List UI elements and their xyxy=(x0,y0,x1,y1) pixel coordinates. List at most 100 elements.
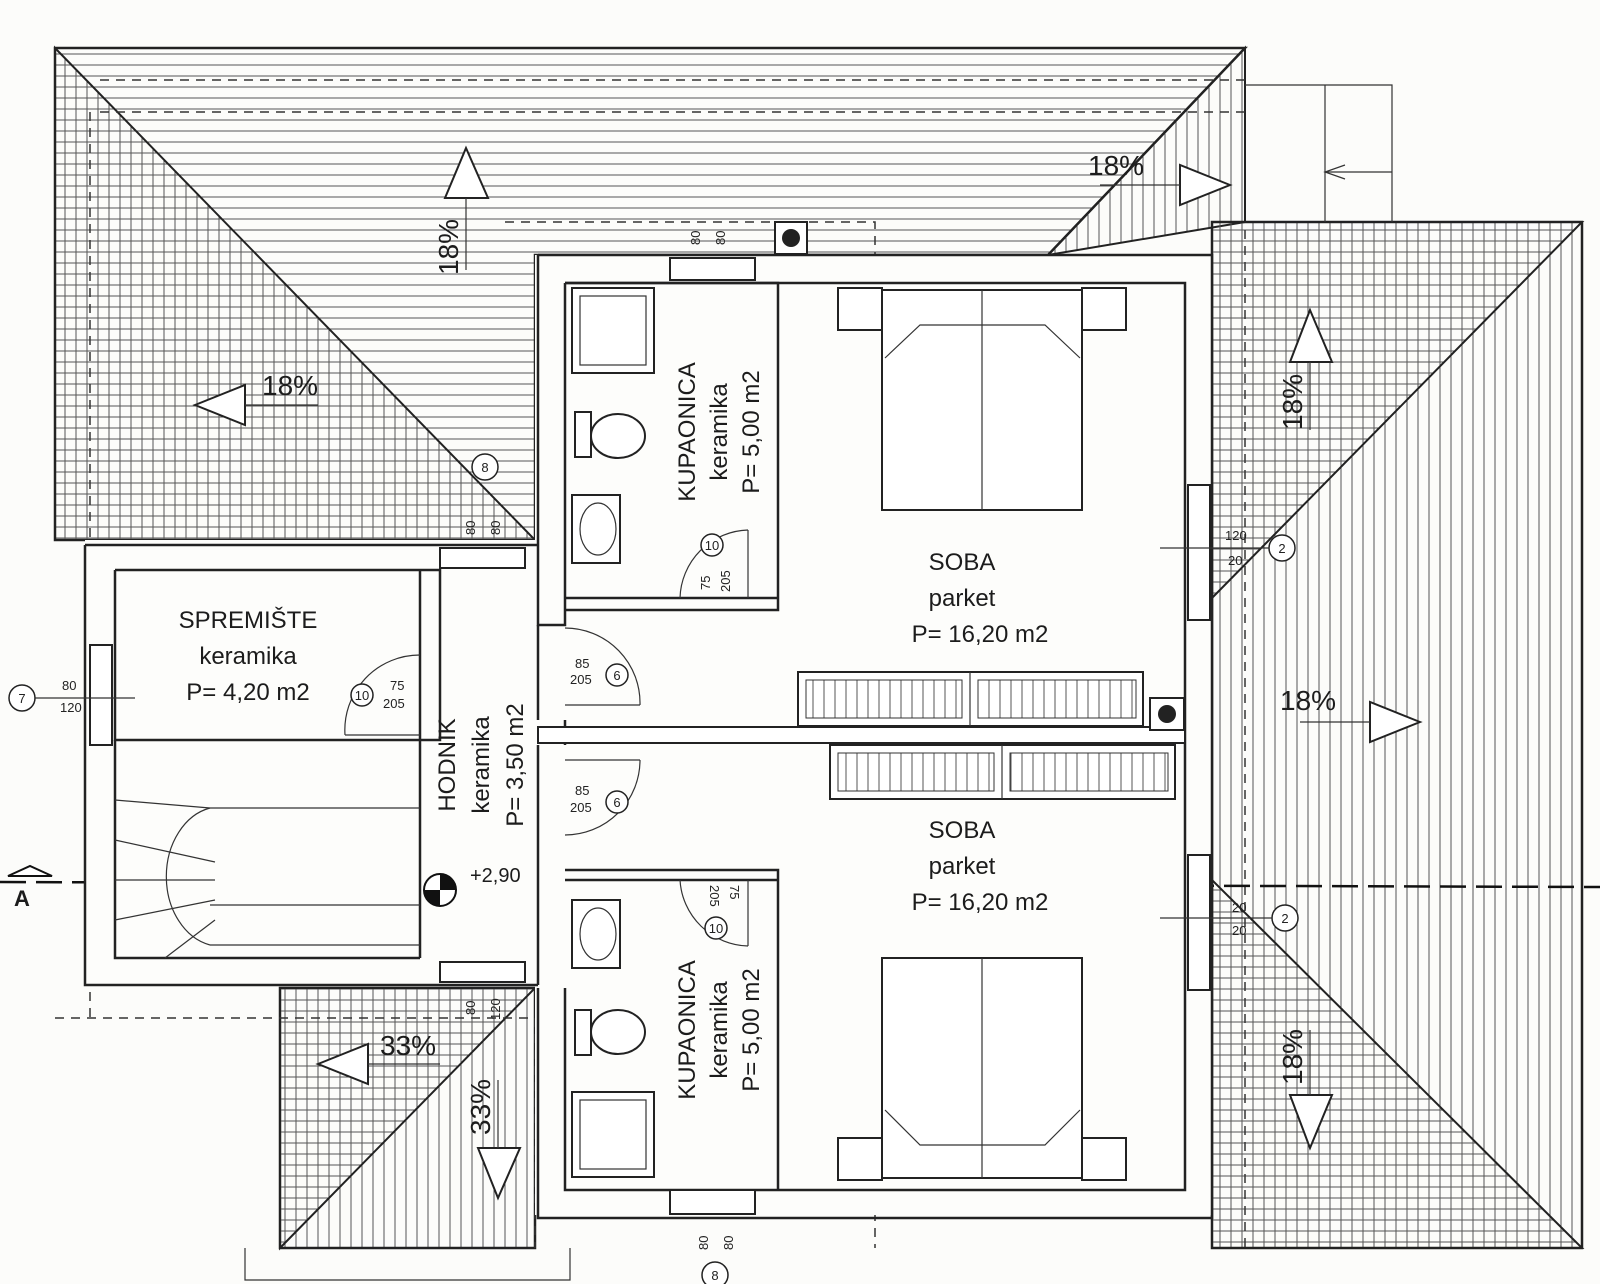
marker-2-bottom: 2 xyxy=(1160,904,1299,932)
svg-text:2: 2 xyxy=(1278,541,1285,556)
room-storage: SPREMIŠTE keramika P= 4,20 m2 xyxy=(179,606,318,706)
room-bedroom-bottom: SOBA parket P= 16,20 m2 xyxy=(912,817,1049,916)
svg-text:80: 80 xyxy=(713,231,728,245)
hallway-area: P= 3,50 m2 xyxy=(502,703,529,826)
bath-bottom-floor: keramika xyxy=(706,981,733,1079)
svg-text:205: 205 xyxy=(570,672,592,687)
marker-8-top: 8 xyxy=(471,453,499,481)
wardrobe-bottom xyxy=(829,744,1176,800)
svg-text:120: 120 xyxy=(60,700,82,715)
roof-planes xyxy=(53,45,1585,1251)
level-marker: +2,90 xyxy=(423,865,521,907)
marker-10-storage: 10 xyxy=(350,683,374,707)
svg-text:10: 10 xyxy=(709,921,723,936)
svg-text:6: 6 xyxy=(613,668,620,683)
svg-text:80: 80 xyxy=(62,678,76,693)
door-swings xyxy=(344,529,749,947)
room-bedroom-top: SOBA parket P= 16,20 m2 xyxy=(912,549,1049,648)
bath-bottom-name: KUPAONICA xyxy=(674,960,701,1100)
sink-top xyxy=(571,494,621,564)
svg-text:8: 8 xyxy=(481,460,488,475)
dimension-labels: 80 120 75 205 85 205 85 205 120 20 20 20… xyxy=(60,231,1247,1250)
slope-label-left: 18% xyxy=(262,370,318,401)
svg-text:75: 75 xyxy=(390,678,404,693)
bedroom-top-floor: parket xyxy=(929,585,996,612)
staircase xyxy=(114,799,420,959)
marker-10-top: 10 xyxy=(700,533,724,557)
room-hallway: HODNIK keramika P= 3,50 m2 xyxy=(434,703,529,826)
toilet-bottom xyxy=(574,1009,646,1056)
section-label: A xyxy=(14,886,30,911)
shower-bottom xyxy=(571,1091,655,1178)
bed-bottom xyxy=(837,957,1127,1181)
slope-label-bottom-left-vertical: 33% xyxy=(465,1079,496,1135)
bath-top-name: KUPAONICA xyxy=(674,362,701,502)
svg-text:85: 85 xyxy=(575,783,589,798)
lower-outline xyxy=(244,1248,571,1281)
level-mark-text: +2,90 xyxy=(470,865,521,887)
svg-text:80: 80 xyxy=(696,1236,711,1250)
room-bath-top: KUPAONICA keramika P= 5,00 m2 xyxy=(674,362,765,502)
svg-text:205: 205 xyxy=(718,570,733,592)
marker-6-bottom: 6 xyxy=(605,790,629,814)
bed-top xyxy=(837,287,1127,511)
svg-text:85: 85 xyxy=(575,656,589,671)
dashed-outline-center xyxy=(505,221,876,1248)
marker-8-bottom: 8 xyxy=(701,1261,729,1284)
slope-label-bottom-left: 33% xyxy=(380,1030,436,1061)
svg-text:10: 10 xyxy=(355,688,369,703)
svg-text:80: 80 xyxy=(721,1236,736,1250)
svg-text:10: 10 xyxy=(705,538,719,553)
toilet-top xyxy=(574,411,646,459)
storage-floor: keramika xyxy=(199,643,297,670)
slope-label-right-top: 18% xyxy=(1277,374,1308,430)
svg-text:80: 80 xyxy=(688,231,703,245)
annex-outline xyxy=(1245,84,1393,222)
svg-text:80: 80 xyxy=(488,521,503,535)
svg-text:7: 7 xyxy=(18,691,25,706)
bath-top-floor: keramika xyxy=(706,383,733,481)
sink-bottom xyxy=(571,899,621,969)
marker-2-top: 2 xyxy=(1160,534,1296,562)
chimney-top xyxy=(774,221,808,255)
svg-text:205: 205 xyxy=(383,696,405,711)
roof-plane-top-right-corner xyxy=(1045,45,1246,257)
wardrobe-top xyxy=(797,671,1144,727)
bedroom-bottom-name: SOBA xyxy=(929,817,996,844)
svg-text:75: 75 xyxy=(698,576,713,590)
svg-text:20: 20 xyxy=(1232,900,1246,915)
hallway-floor: keramika xyxy=(468,716,495,814)
floor-walls xyxy=(83,253,1214,1220)
marker-6-top: 6 xyxy=(605,663,629,687)
bedroom-top-area: P= 16,20 m2 xyxy=(912,621,1049,648)
slope-label-right-bottom: 18% xyxy=(1277,1029,1308,1085)
marker-10-bottom: 10 xyxy=(704,916,728,940)
hallway-name: HODNIK xyxy=(434,718,461,811)
shower-top xyxy=(571,287,655,374)
svg-text:120: 120 xyxy=(488,998,503,1020)
slope-arrows xyxy=(192,145,1423,1201)
slope-label-top: 18% xyxy=(433,219,464,275)
storage-area: P= 4,20 m2 xyxy=(186,679,309,706)
bedroom-top-name: SOBA xyxy=(929,549,996,576)
svg-text:75: 75 xyxy=(727,885,742,899)
bedroom-bottom-floor: parket xyxy=(929,853,996,880)
slope-label-top-right: 18% xyxy=(1088,150,1144,181)
slope-label-right-mid: 18% xyxy=(1280,685,1336,716)
svg-text:6: 6 xyxy=(613,795,620,810)
svg-text:2: 2 xyxy=(1281,911,1288,926)
svg-text:20: 20 xyxy=(1228,553,1242,568)
svg-text:80: 80 xyxy=(463,521,478,535)
marker-7: 7 xyxy=(8,684,135,712)
svg-text:205: 205 xyxy=(570,800,592,815)
svg-text:80: 80 xyxy=(463,1001,478,1015)
chimney-mid xyxy=(1149,697,1185,731)
bath-top-area: P= 5,00 m2 xyxy=(738,370,765,493)
storage-name: SPREMIŠTE xyxy=(179,606,318,634)
bedroom-bottom-area: P= 16,20 m2 xyxy=(912,889,1049,916)
svg-text:205: 205 xyxy=(707,885,722,907)
svg-text:120: 120 xyxy=(1225,528,1247,543)
bath-bottom-area: P= 5,00 m2 xyxy=(738,968,765,1091)
svg-text:20: 20 xyxy=(1232,923,1246,938)
